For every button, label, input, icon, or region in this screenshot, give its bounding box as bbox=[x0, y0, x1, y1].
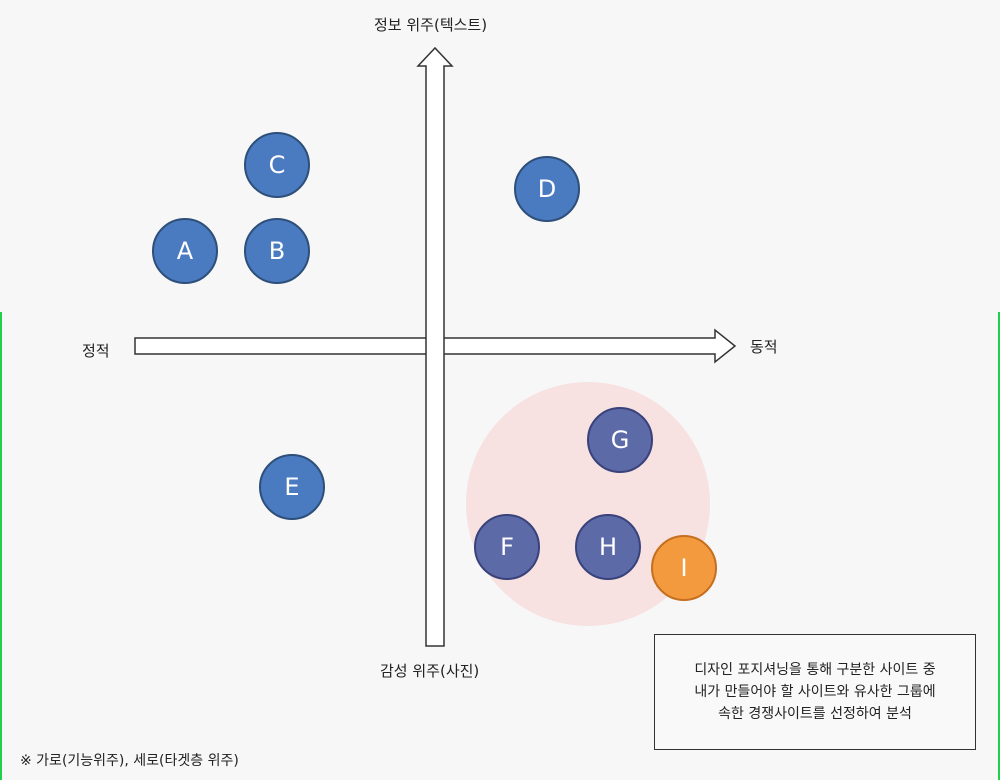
analysis-note-box: 디자인 포지셔닝을 통해 구분한 사이트 중 내가 만들어야 할 사이트와 유사… bbox=[654, 634, 976, 750]
bubble-b: B bbox=[244, 218, 310, 284]
axis-label-top: 정보 위주(텍스트) bbox=[374, 16, 488, 34]
bubble-e: E bbox=[259, 454, 325, 520]
bubble-g: G bbox=[587, 407, 653, 473]
note-line-2: 내가 만들어야 할 사이트와 유사한 그룹에 bbox=[694, 684, 936, 700]
vertical-axis-arrow bbox=[416, 46, 454, 647]
bubble-i: I bbox=[651, 535, 717, 601]
bubble-h: H bbox=[575, 514, 641, 580]
axis-label-left: 정적 bbox=[82, 342, 110, 360]
axis-label-bottom: 감성 위주(사진) bbox=[380, 662, 480, 680]
bubble-a: A bbox=[152, 218, 218, 284]
note-line-3: 속한 경쟁사이트를 선정하여 분석 bbox=[718, 706, 912, 722]
axis-label-right: 동적 bbox=[750, 338, 778, 356]
bubble-c: C bbox=[244, 132, 310, 198]
note-line-1: 디자인 포지셔닝을 통해 구분한 사이트 중 bbox=[694, 662, 936, 678]
left-edge-line bbox=[0, 312, 2, 780]
bubble-f: F bbox=[474, 514, 540, 580]
footnote: ※ 가로(기능위주), 세로(타겟층 위주) bbox=[20, 753, 239, 769]
bubble-d: D bbox=[514, 156, 580, 222]
right-edge-line bbox=[998, 312, 1000, 780]
